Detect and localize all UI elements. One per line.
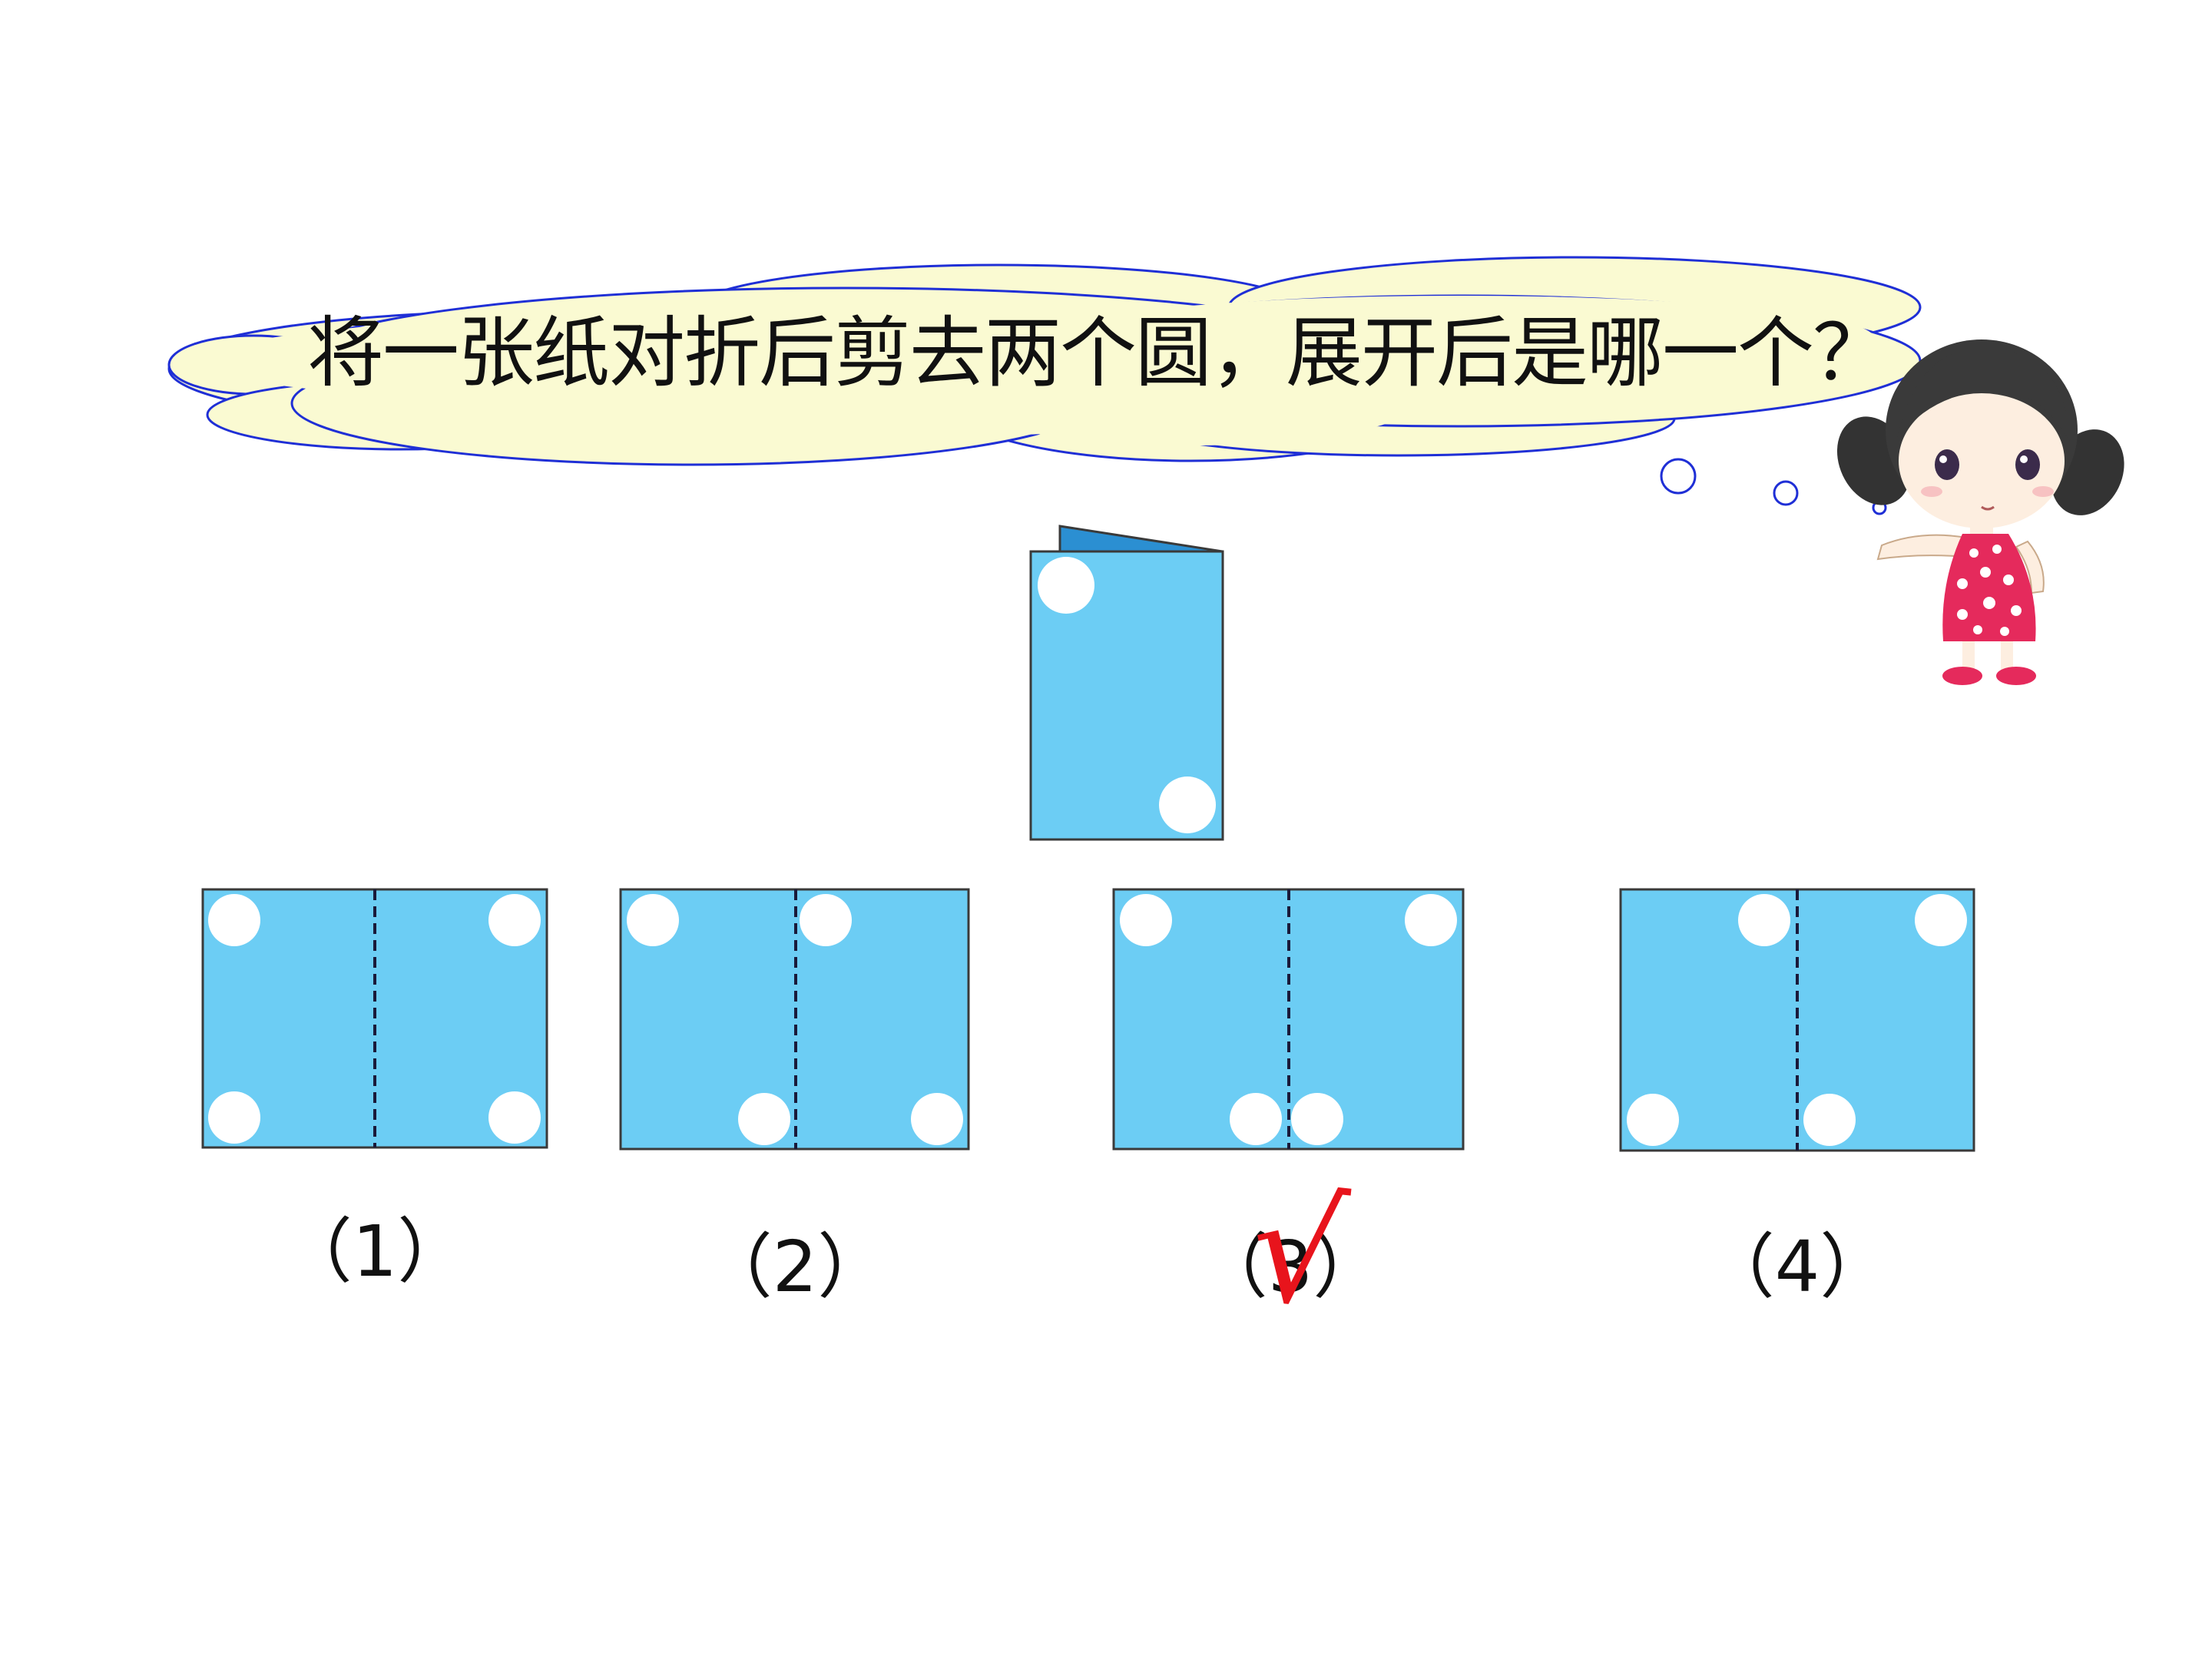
answer-check-mark: √	[1243, 1162, 1353, 1341]
girl-illustration	[1836, 339, 2124, 685]
question-text: 将一张纸对折后剪去两个圆，展开后是哪一个？	[307, 308, 1889, 398]
option-3-paper	[1112, 888, 1465, 1151]
option-2-paper	[619, 888, 970, 1151]
option-1-paper	[201, 888, 548, 1149]
option-4-label: （4）	[1704, 1226, 1891, 1308]
cut-hole-top-left	[1038, 557, 1094, 614]
thought-cloud-fill	[192, 296, 1874, 445]
option-2-label: （2）	[701, 1226, 889, 1308]
option-1-label: （1）	[281, 1210, 469, 1293]
folded-paper	[1029, 525, 1224, 841]
cut-hole-bottom-right	[1159, 777, 1216, 833]
option-4-paper	[1619, 888, 1975, 1152]
option-3-label: （3）	[1197, 1226, 1384, 1308]
thought-bubbles	[1660, 458, 1887, 515]
